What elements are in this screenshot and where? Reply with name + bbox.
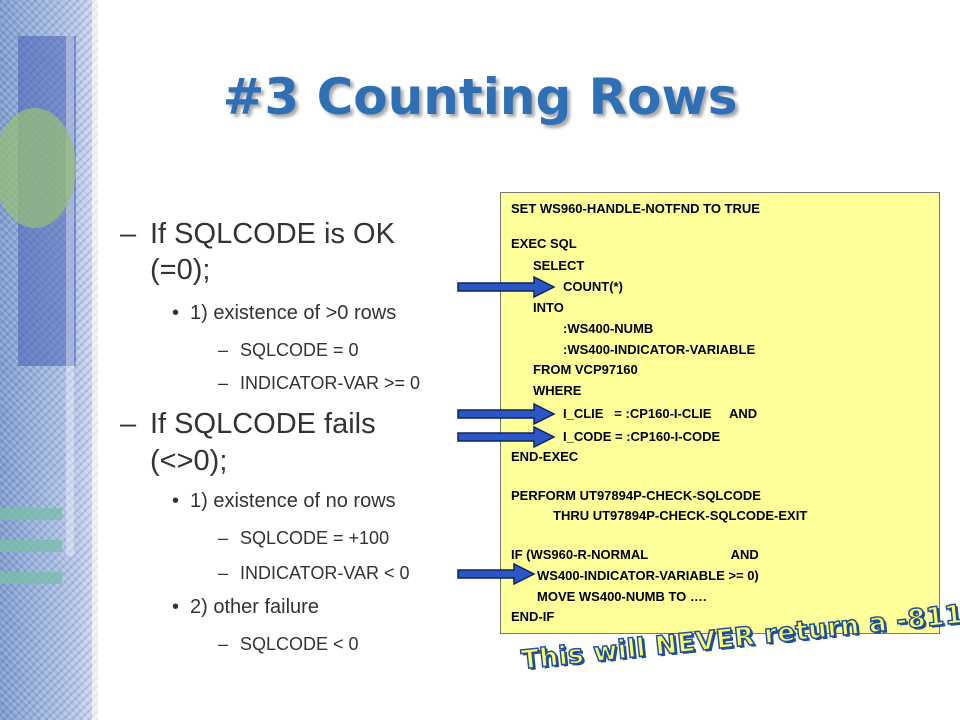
bullet-dot: • [172, 596, 180, 618]
code-line: SET WS960-HANDLE-NOTFND TO TRUE [511, 201, 760, 216]
sub-sub-text: SQLCODE < 0 [240, 634, 359, 654]
decorative-circle [0, 108, 76, 228]
arrow-icon [457, 426, 556, 448]
decorative-bar [66, 36, 74, 556]
code-line: SELECT [533, 258, 585, 273]
bullet-dot: • [172, 490, 180, 512]
sub-sub-text: INDICATOR-VAR >= 0 [240, 373, 421, 393]
bullet-text: If SQLCODE is OK [150, 218, 395, 250]
arrow-icon [457, 403, 556, 425]
code-line: I_CODE = :CP160-I-CODE [563, 429, 721, 444]
code-line: END-IF [511, 609, 555, 624]
dash-marker: – [120, 218, 137, 250]
sub-bullet-text: 1) existence of >0 rows [190, 302, 397, 324]
sub-sub-text: SQLCODE = +100 [240, 528, 390, 548]
code-line: WHERE [533, 383, 582, 398]
code-line: COUNT(*) [563, 279, 623, 294]
arrow-icon [457, 563, 536, 585]
dash-marker: – [218, 528, 229, 548]
slide-title: #3 Counting Rows [222, 68, 738, 126]
sub-sub-text: INDICATOR-VAR < 0 [240, 563, 410, 583]
code-line: FROM VCP97160 [533, 362, 638, 377]
code-line: IF (WS960-R-NORMAL AND [511, 547, 759, 562]
decorative-stripe [0, 508, 62, 520]
code-line: :WS400-NUMB [563, 321, 654, 336]
dash-marker: – [218, 634, 229, 654]
dash-marker: – [120, 408, 137, 440]
code-line: PERFORM UT97894P-CHECK-SQLCODE [511, 488, 761, 503]
sub-bullet-text: 1) existence of no rows [190, 490, 396, 512]
decorative-stripe [0, 540, 62, 552]
sub-sub-text: SQLCODE = 0 [240, 340, 359, 360]
code-line: EXEC SQL [511, 236, 577, 251]
dash-marker: – [218, 340, 229, 360]
decorative-edge [92, 0, 98, 720]
bullet-dot: • [172, 302, 180, 324]
bullet-text: (<>0); [150, 445, 228, 477]
code-line: MOVE WS400-NUMB TO …. [537, 589, 707, 604]
dash-marker: – [218, 563, 229, 583]
arrow-icon [457, 276, 556, 298]
code-line: INTO [533, 300, 564, 315]
code-line: WS400-INDICATOR-VARIABLE >= 0) [537, 568, 759, 583]
code-line: I_CLIE = :CP160-I-CLIE AND [563, 406, 758, 421]
code-line: THRU UT97894P-CHECK-SQLCODE-EXIT [553, 508, 808, 523]
code-line: :WS400-INDICATOR-VARIABLE [563, 342, 756, 357]
sql-code-box: SET WS960-HANDLE-NOTFND TO TRUE EXEC SQL… [500, 192, 940, 634]
sub-bullet-text: 2) other failure [190, 596, 319, 618]
dash-marker: – [218, 373, 229, 393]
decorative-stripe [0, 572, 62, 584]
bullet-text: (=0); [150, 254, 211, 286]
code-line: END-EXEC [511, 449, 579, 464]
decorative-side-band [0, 0, 98, 720]
bullet-text: If SQLCODE fails [150, 408, 376, 440]
